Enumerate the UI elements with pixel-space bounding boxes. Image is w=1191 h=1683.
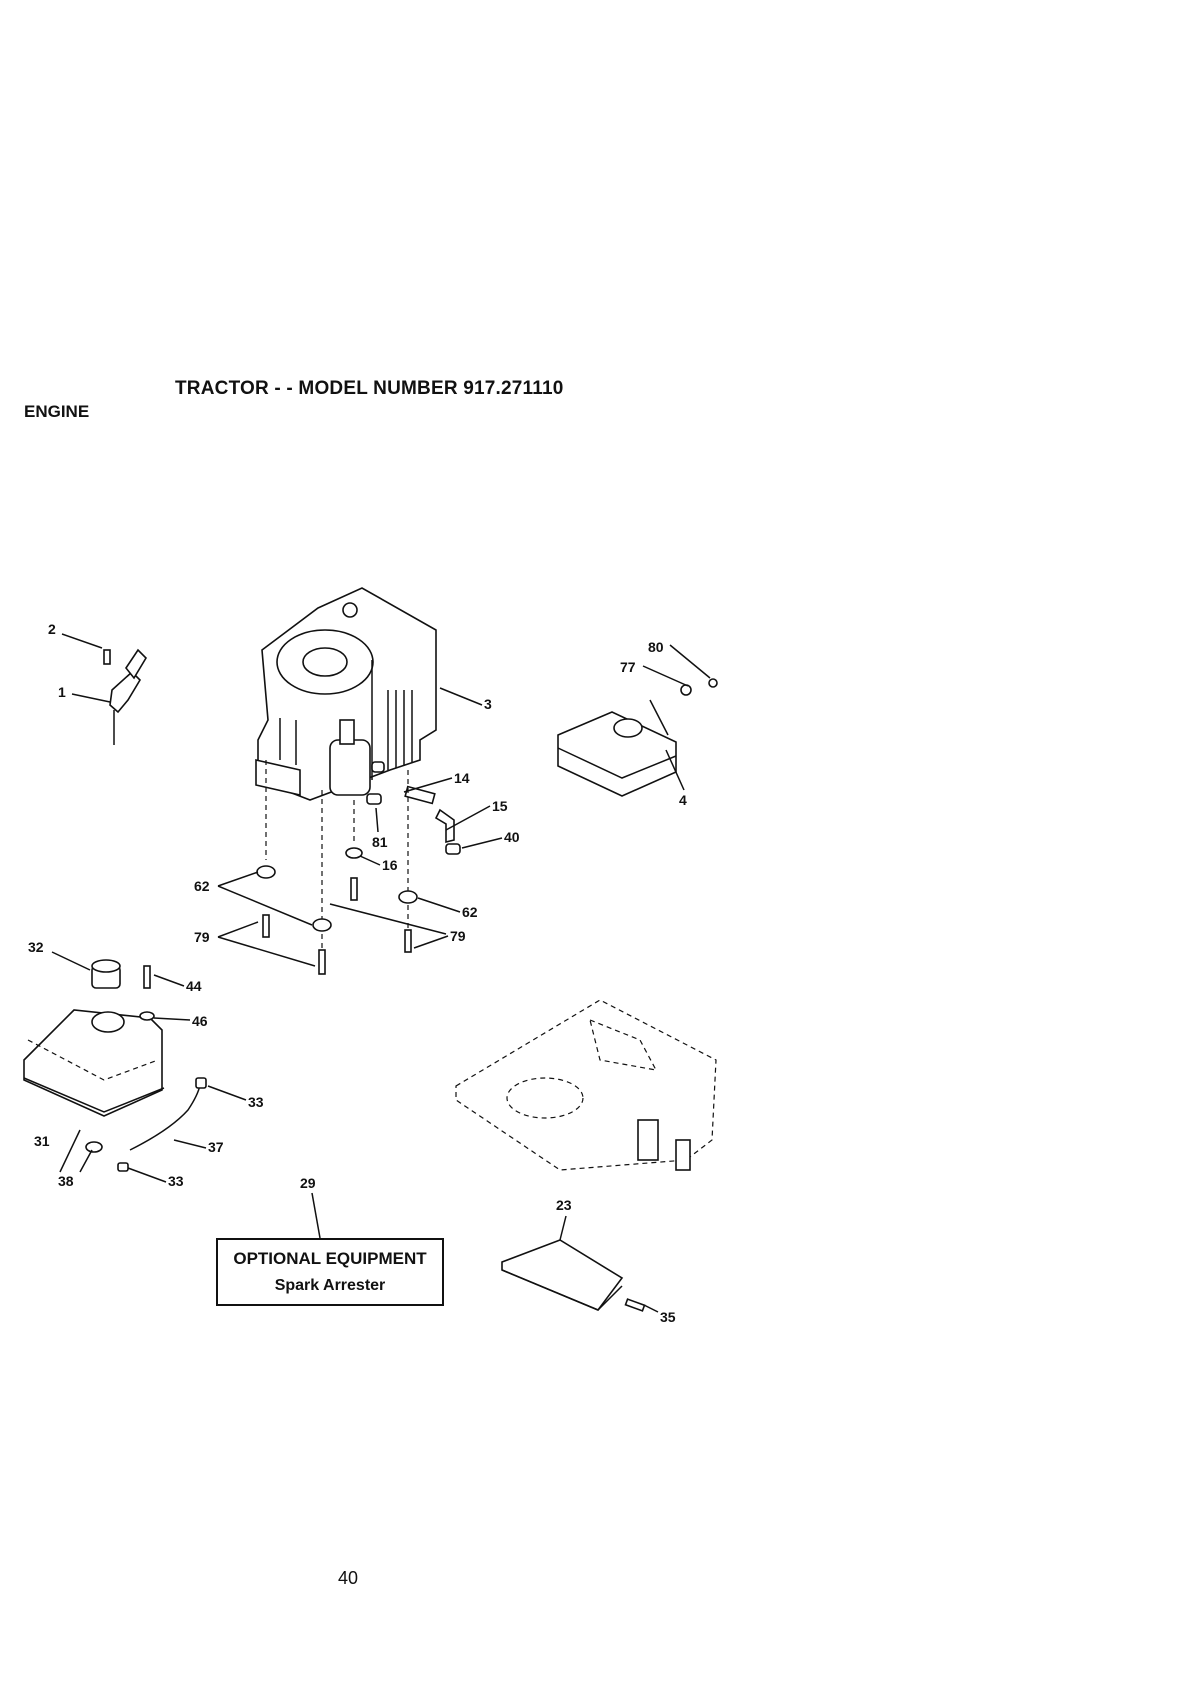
callout-33-lower: 33 <box>168 1173 184 1189</box>
callout-38: 40 <box>504 829 520 845</box>
callout-14: 14 <box>454 770 470 786</box>
callout-79-right: 79 <box>450 928 466 944</box>
callout-81: 81 <box>372 834 388 850</box>
callout-15: 15 <box>492 798 508 814</box>
callout-4: 4 <box>679 792 687 808</box>
callout-29: 29 <box>300 1175 316 1191</box>
callout-37: 37 <box>208 1139 224 1155</box>
callout-40: 38 <box>58 1173 74 1189</box>
callout-16: 16 <box>382 857 398 873</box>
optional-equipment-item: Spark Arrester <box>218 1277 442 1295</box>
callout-3: 3 <box>484 696 492 712</box>
fuel-tank-drawing <box>24 960 206 1171</box>
muffler-drawing <box>558 679 717 796</box>
callout-46: 46 <box>192 1013 208 1029</box>
frame-drawing <box>456 1000 716 1170</box>
heat-shield-drawing <box>502 1240 644 1311</box>
callout-32: 32 <box>28 939 44 955</box>
callout-80: 80 <box>648 639 664 655</box>
callout-62-left: 62 <box>194 878 210 894</box>
optional-equipment-box: OPTIONAL EQUIPMENT Spark Arrester <box>216 1238 444 1306</box>
engine-drawing <box>256 588 436 800</box>
optional-equipment-title: OPTIONAL EQUIPMENT <box>218 1249 442 1269</box>
callout-31: 31 <box>34 1133 50 1149</box>
callout-77: 77 <box>620 659 636 675</box>
callout-2: 2 <box>48 621 56 637</box>
callout-35: 35 <box>660 1309 676 1325</box>
callout-79-left: 79 <box>194 929 210 945</box>
throttle-control-drawing <box>104 650 146 745</box>
callout-33-upper: 33 <box>248 1094 264 1110</box>
callout-23: 23 <box>556 1197 572 1213</box>
callout-62-right: 62 <box>462 904 478 920</box>
page-number: 40 <box>338 1568 358 1589</box>
callout-1: 1 <box>58 684 66 700</box>
callout-44: 44 <box>186 978 202 994</box>
